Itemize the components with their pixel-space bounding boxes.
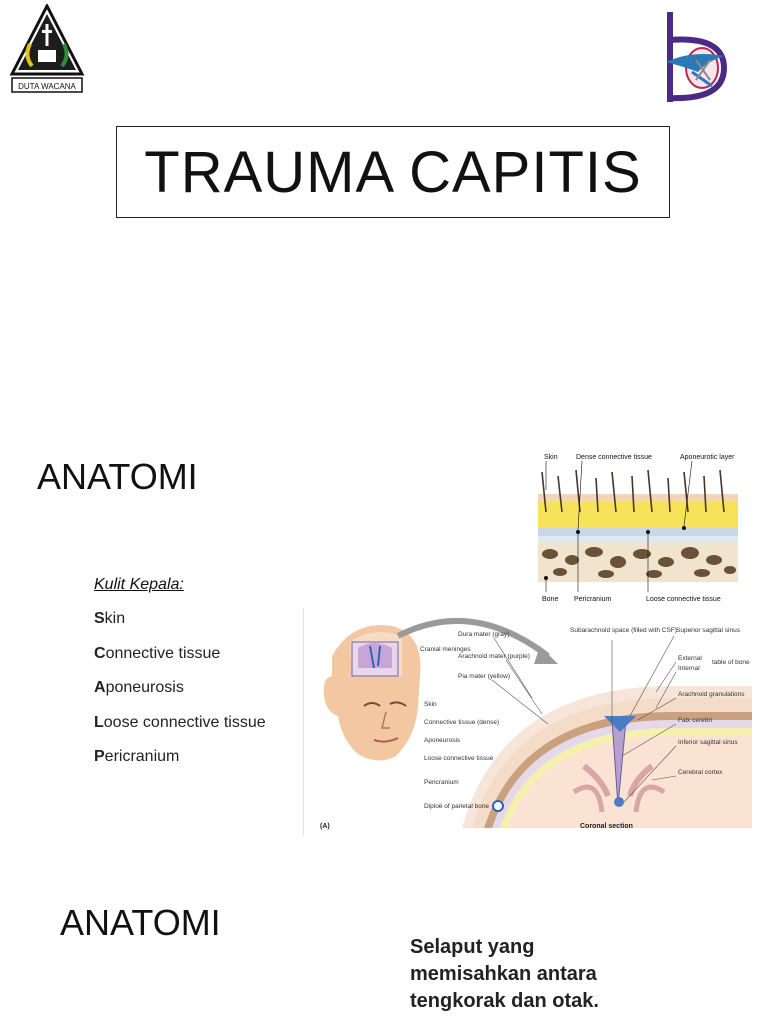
label-aponeurotic: Aponeurotic layer [680, 454, 735, 461]
label-cortex: Cerebral cortex [678, 769, 723, 776]
label-arachnoid: Arachnoid mater (purple) [458, 653, 530, 660]
label-aponeurosis-main: Aponeurosis [424, 737, 461, 744]
divider [303, 608, 304, 836]
slide-anatomy-meninges: ANATOMI Selaput yang memisahkan antara t… [0, 860, 768, 1024]
label-dura: Dura mater (gray) [458, 631, 509, 638]
label-internal: Internal [678, 665, 700, 672]
dove-logo-icon [666, 12, 728, 102]
panel-label: (A) [320, 823, 330, 830]
label-falx: Falx cerebri [678, 717, 712, 724]
section-heading: ANATOMI [37, 456, 198, 497]
label-pericranium-main: Pericranium [424, 779, 459, 786]
label-pericranium: Pericranium [574, 596, 612, 603]
caption-line: tengkorak dan otak. [410, 990, 599, 1012]
slide-anatomy-scalp: ANATOMI Kulit Kepala: Skin Connective ti… [0, 420, 768, 850]
list-item: Skin [94, 610, 126, 627]
section-heading: ANATOMI [60, 902, 221, 943]
coronal-section-illustration: Cranial meninges Dura mater (gray) Arach… [320, 618, 752, 830]
list-item: Connective tissue [94, 644, 221, 662]
label-dense-connective: Dense connective tissue [576, 454, 652, 461]
scalp-layers-figure: Skin Dense connective tissue Aponeurotic… [532, 450, 750, 606]
slide-title: DUTA WACANA TRAUMA CAPITIS [0, 0, 768, 420]
section-label: Coronal section [580, 823, 633, 830]
meninges-figure: Cranial meninges Dura mater (gray) Arach… [312, 616, 762, 832]
meninges-caption: Selaput yang memisahkan antara tengkorak… [410, 934, 599, 1015]
scalp-layer-list: Skin Connective tissue Aponeurosis Loose… [94, 610, 266, 783]
duta-wacana-logo: DUTA WACANA [8, 2, 86, 104]
label-arachnoid-granulations: Arachnoid granulations [678, 691, 745, 698]
label-bone: Bone [542, 596, 558, 603]
list-item: Loose connective tissue [94, 713, 266, 731]
label-table-of-bone: table of bone [712, 659, 750, 666]
label-cranial-meninges: Cranial meninges [420, 646, 471, 653]
faculty-logo [662, 10, 732, 106]
label-skin: Skin [544, 454, 558, 461]
list-item: Pericranium [94, 748, 180, 765]
label-connective-main: Connective tissue (dense) [424, 719, 499, 726]
label-loose-connective: Loose connective tissue [646, 596, 721, 603]
label-inf-sagittal-sinus: Inferior sagittal sinus [678, 739, 738, 746]
list-item: Aponeurosis [94, 679, 184, 696]
label-subarachnoid: Subarachnoid space (filled with CSF) [570, 627, 677, 634]
scalp-subheading: Kulit Kepala: [94, 576, 184, 593]
label-diploe: Diploë of parietal bone [424, 803, 489, 810]
page-title: TRAUMA CAPITIS [116, 126, 670, 218]
label-sup-sagittal-sinus: Superior sagittal sinus [676, 627, 741, 634]
caption-line: memisahkan antara [410, 963, 597, 985]
label-external: External [678, 655, 702, 662]
caption-line: Selaput yang [410, 936, 535, 958]
label-loose-main: Loose connective tissue [424, 755, 494, 762]
logo-text: DUTA WACANA [18, 82, 76, 91]
label-pia: Pia mater (yellow) [458, 673, 510, 680]
shield-icon: DUTA WACANA [9, 2, 85, 93]
scalp-cross-section-illustration: Skin Dense connective tissue Aponeurotic… [538, 454, 738, 603]
label-skin-main: Skin [424, 701, 437, 708]
